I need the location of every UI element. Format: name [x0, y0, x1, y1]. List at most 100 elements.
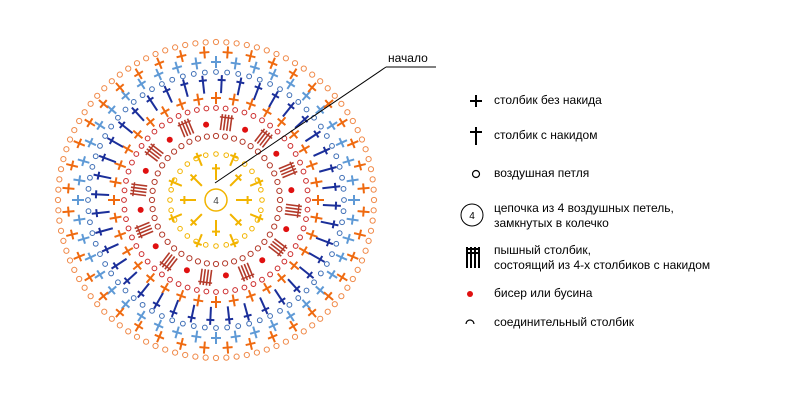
chain-stitch-icon — [243, 351, 250, 359]
chain-stitch-icon — [367, 227, 375, 234]
navy-dc-stitch — [333, 182, 337, 191]
navy-dc-stitch — [313, 147, 331, 157]
chain-stitch-icon — [139, 301, 146, 308]
navy-dc-stitch — [226, 306, 231, 325]
chain-stitch-icon — [138, 251, 145, 257]
chain-stitch-icon — [282, 338, 289, 345]
chain-stitch-icon — [60, 156, 67, 163]
orange-sc-stitch — [262, 108, 272, 116]
orange-sc-stitch — [314, 212, 319, 223]
chain-stitch-icon — [94, 92, 101, 99]
blue-sc-stitch — [121, 91, 131, 100]
chain-stitch-icon — [97, 251, 103, 257]
bead-icon — [152, 243, 159, 250]
chain-stitch-icon — [159, 231, 166, 238]
orange-sc-stitch — [362, 183, 365, 194]
yellow-dc-stitch — [229, 152, 237, 167]
chain-stitch-icon — [130, 295, 137, 301]
chain-stitch-icon — [60, 237, 67, 244]
chain-stitch-icon — [203, 105, 210, 112]
orange-sc-stitch — [245, 101, 256, 107]
orange-sc-stitch — [277, 117, 287, 126]
puff-stitch-icon — [198, 280, 213, 284]
yellow-dc-stitch — [190, 218, 198, 226]
bead-icon — [203, 121, 210, 128]
blue-sc-stitch — [301, 91, 311, 100]
chain-stitch-icon — [282, 55, 289, 62]
chain-stitch-icon — [232, 287, 239, 293]
orange-sc-stitch — [324, 99, 333, 109]
chain-stitch-icon — [182, 41, 189, 49]
orange-sc-stitch — [338, 272, 346, 283]
navy-dc-stitch — [163, 85, 173, 103]
chain-stitch-icon — [304, 206, 311, 213]
navy-dc-stitch — [119, 121, 126, 129]
chain-stitch-icon — [267, 81, 273, 87]
blue-sc-stitch — [81, 233, 86, 244]
orange-sc-stitch — [290, 129, 299, 139]
chain-stitch-icon — [115, 114, 121, 121]
chain-stitch-icon — [97, 143, 103, 149]
chain-stitch-icon — [254, 245, 262, 252]
chain-stitch-icon — [66, 257, 74, 264]
chain-stitch-icon — [241, 284, 248, 291]
chain-stitch-icon — [213, 289, 219, 295]
chain-stitch-icon — [241, 233, 248, 239]
chain-stitch-icon — [304, 187, 311, 194]
orange-sc-stitch — [115, 308, 125, 317]
legend-ring-label: цепочка из 4 воздушных петель, — [494, 201, 674, 215]
chain-stitch-icon — [300, 225, 307, 232]
chain-stitch-icon — [276, 196, 284, 204]
chain-stitch-icon — [149, 86, 155, 93]
orange-sc-stitch — [357, 160, 363, 171]
chain-stitch-icon — [144, 135, 151, 142]
yellow-dc-stitch — [234, 218, 242, 226]
navy-dc-stitch — [259, 297, 269, 315]
chain-stitch-icon — [129, 234, 135, 241]
chain-stitch-icon — [121, 206, 128, 213]
chain-stitch-icon — [76, 275, 83, 283]
blue-sc-stitch — [230, 61, 241, 66]
orange-sc-stitch — [145, 117, 155, 126]
chain-stitch-icon — [365, 156, 372, 163]
chain-stitch-icon — [259, 276, 265, 283]
orange-sc-stitch — [277, 274, 287, 283]
chain-stitch-icon — [362, 247, 369, 254]
chain-stitch-icon — [212, 260, 220, 268]
chain-stitch-icon — [133, 243, 140, 249]
orange-sc-stitch — [133, 322, 144, 330]
chain-stitch-icon — [182, 351, 189, 359]
chain-stitch-icon — [358, 257, 366, 264]
chain-stitch-icon — [169, 317, 176, 324]
blue-sc-stitch — [249, 330, 260, 335]
orange-sc-stitch — [133, 261, 142, 271]
chain-stitch-icon — [108, 270, 115, 277]
orange-sc-stitch — [176, 53, 187, 59]
puff-stitch-icon — [132, 182, 136, 197]
chain-stitch-icon — [324, 308, 331, 315]
orange-sc-stitch — [309, 160, 315, 171]
chain-stitch-icon — [172, 44, 179, 51]
chain-stitch-icon — [292, 151, 299, 157]
chain-stitch-icon — [338, 293, 345, 300]
orange-sc-stitch — [357, 229, 363, 240]
legend-puff-label: пышный столбик, — [494, 243, 591, 257]
bead-icon — [273, 150, 280, 157]
navy-dc-stitch — [322, 146, 328, 155]
orange-sc-stitch — [115, 83, 125, 92]
navy-dc-stitch — [294, 115, 310, 129]
navy-dc-stitch — [98, 227, 103, 236]
chain-stitch-icon — [170, 245, 178, 252]
orange-sc-stitch — [176, 293, 187, 299]
orange-sc-stitch — [245, 341, 256, 347]
yellow-dc-stitch — [168, 213, 183, 221]
bead-icon — [183, 267, 190, 274]
chain-stitch-icon — [108, 123, 115, 130]
navy-dc-stitch — [162, 88, 171, 94]
yellow-dc-stitch — [189, 213, 203, 227]
orange-sc-stitch — [67, 183, 70, 194]
chain-stitch-icon — [317, 123, 324, 130]
chain-stitch-icon — [89, 230, 96, 237]
orange-sc-stitch — [133, 129, 142, 139]
chain-stitch-icon — [223, 242, 230, 248]
